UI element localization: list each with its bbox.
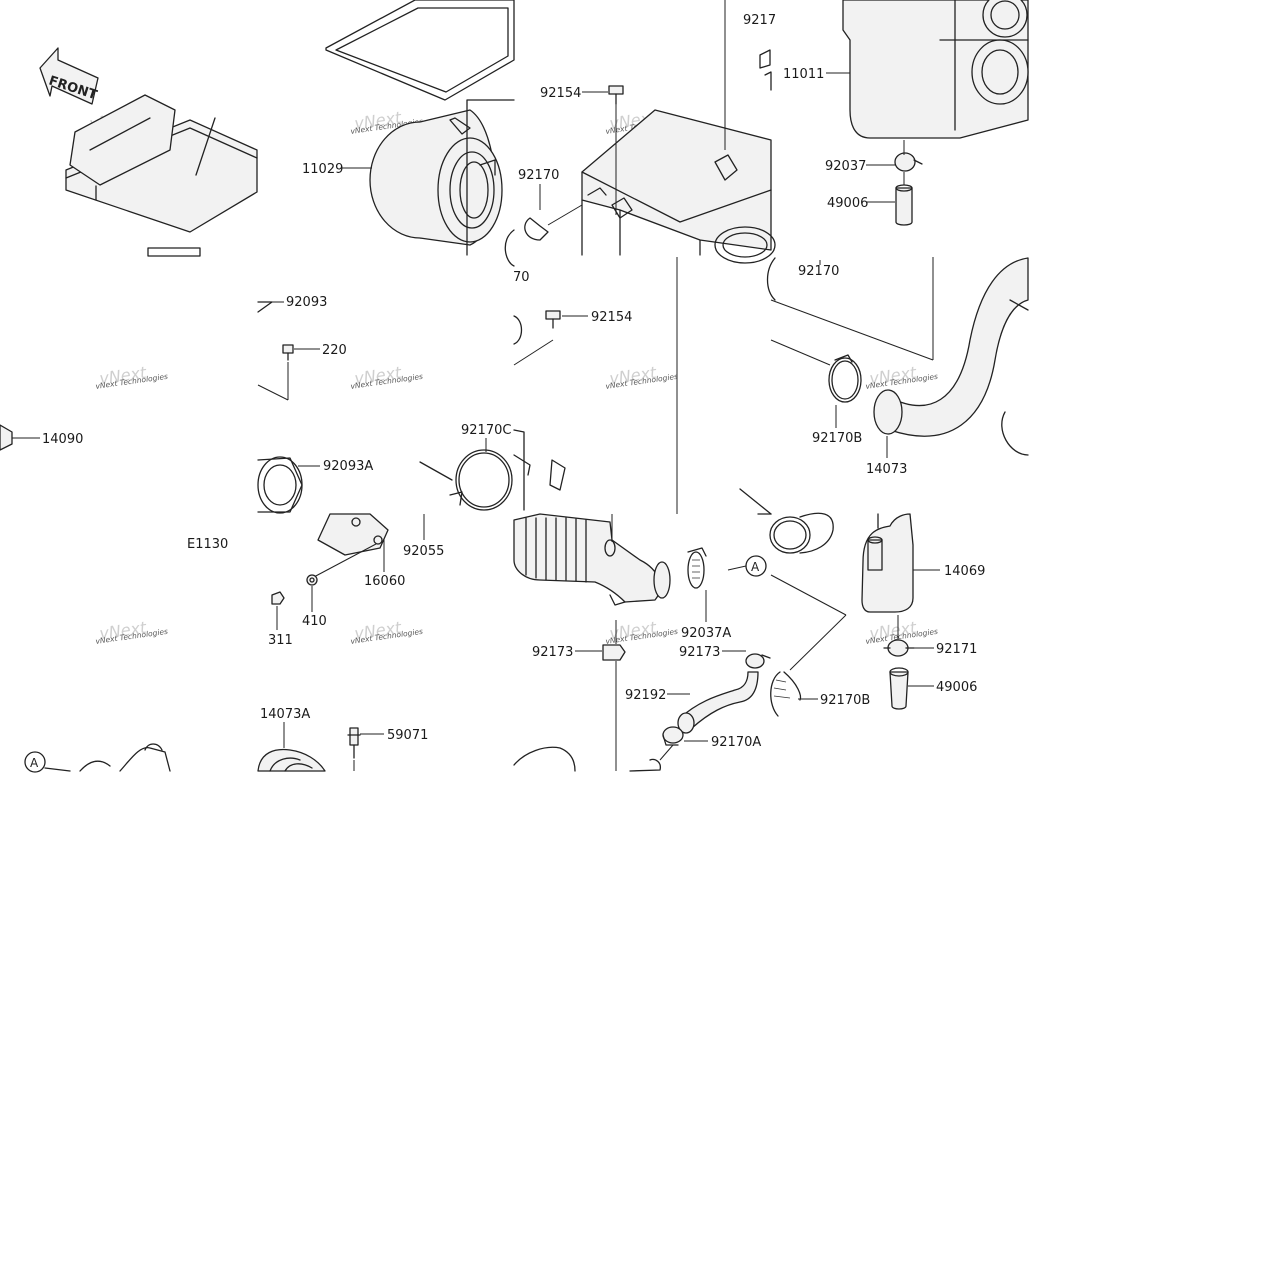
- hose-14073A: [257, 748, 326, 772]
- label-92170B-bot: 92170B: [820, 693, 870, 708]
- intake-bellows: [513, 513, 671, 606]
- label-92037A: 92037A: [681, 626, 731, 641]
- washer-icon: [306, 574, 318, 586]
- label-220: 220: [322, 343, 347, 358]
- catch-tank-14069: [861, 513, 914, 613]
- tank-11011: [842, 0, 1029, 139]
- seal-ring-92093A: [257, 456, 303, 514]
- clamp-92037: [894, 152, 923, 172]
- label-92154-top: 92154: [540, 86, 581, 101]
- label-92192: 92192: [625, 688, 666, 703]
- label-92170-right: 92170: [798, 264, 839, 279]
- hose-clamp-92170B: [828, 354, 862, 403]
- label-9217-cut: 9217: [743, 13, 776, 28]
- air-box-housing: [581, 109, 776, 264]
- label-92170A: 92170A: [711, 735, 761, 750]
- label-92173-right: 92173: [679, 645, 720, 660]
- hose-clamp-92037A: [687, 547, 707, 589]
- label-92170-top: 92170: [518, 168, 559, 183]
- label-92170B-top: 92170B: [812, 431, 862, 446]
- air-filter-element: [65, 94, 258, 257]
- reference-A-bottom: A: [24, 751, 46, 773]
- label-59071: 59071: [387, 728, 428, 743]
- bolt-icon: [608, 85, 624, 105]
- reference-A-mid: A: [745, 555, 767, 577]
- ref-A-label: A: [751, 560, 760, 574]
- hose-clamp-92170A: [662, 726, 684, 746]
- hose-clamp-92170C: [449, 449, 513, 511]
- hose-14073: [873, 257, 1029, 456]
- label-14090: 14090: [42, 432, 83, 447]
- label-11029: 11029: [302, 162, 343, 177]
- label-92093: 92093: [286, 295, 327, 310]
- label-14069: 14069: [944, 564, 985, 579]
- hose-end-ring: [769, 512, 834, 554]
- clamp-92173-left: [602, 644, 626, 661]
- label-92170C: 92170C: [461, 423, 511, 438]
- front-arrow-icon: FRONT: [39, 47, 99, 105]
- label-E1130: E1130: [187, 537, 228, 552]
- label-49006-bot: 49006: [936, 680, 977, 695]
- label-11011: 11011: [783, 67, 824, 82]
- screw-icon: [282, 344, 294, 361]
- label-410: 410: [302, 614, 327, 629]
- clamp-clip: [524, 217, 549, 241]
- drain-tube-bottom: [889, 667, 909, 710]
- fitting-59071: [347, 727, 361, 759]
- label-14073: 14073: [866, 462, 907, 477]
- bracket-16060: [317, 513, 389, 556]
- label-16060: 16060: [364, 574, 405, 589]
- label-92093A: 92093A: [323, 459, 373, 474]
- label-92037-top: 92037: [825, 159, 866, 174]
- drain-tube: [895, 184, 913, 226]
- nut-icon: [271, 591, 285, 605]
- label-14073A: 14073A: [260, 707, 310, 722]
- filter-11029: [369, 99, 515, 256]
- label-92154-mid: 92154: [591, 310, 632, 325]
- clamp-92173-right: [745, 653, 771, 669]
- hose-clamp-92170B-bottom: [770, 671, 802, 717]
- ref-A-bottom-label: A: [30, 756, 39, 770]
- hose-92192: [677, 671, 759, 734]
- label-92173-left: 92173: [532, 645, 573, 660]
- frame-gasket: [325, 0, 515, 101]
- label-92171: 92171: [936, 642, 977, 657]
- label-70-cut: 70: [513, 270, 530, 285]
- label-311: 311: [268, 633, 293, 648]
- label-92055: 92055: [403, 544, 444, 559]
- label-49006-top: 49006: [827, 196, 868, 211]
- bolt-icon: [545, 310, 561, 329]
